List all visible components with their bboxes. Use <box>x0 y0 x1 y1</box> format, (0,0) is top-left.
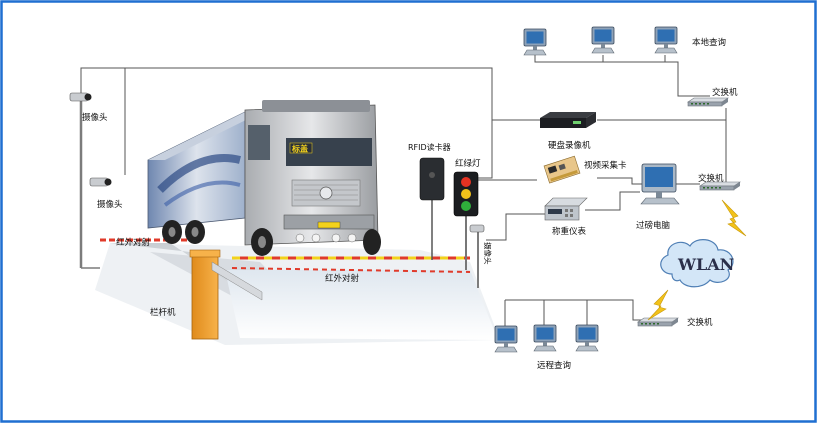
pc-icon <box>523 28 547 56</box>
camera-icon <box>89 177 112 187</box>
switch-top-label: 交换机 <box>712 87 738 98</box>
camera-pole-left <box>79 100 100 269</box>
pc-icon <box>591 26 615 54</box>
switch-icon-bottom <box>637 317 679 327</box>
camera-icon <box>69 92 92 102</box>
infrared-beams <box>100 238 471 273</box>
barrier-gate <box>189 249 263 340</box>
switch-mid-label: 交换机 <box>698 173 724 184</box>
local-query-label: 本地查询 <box>692 37 726 48</box>
camera-mid-label: 摄像头 <box>97 199 123 210</box>
camera-pole-right <box>469 224 485 288</box>
rfid-reader <box>419 157 445 260</box>
wlan-cloud-icon <box>660 239 734 288</box>
scale-pc-icon <box>640 163 680 205</box>
traffic-light <box>453 171 479 270</box>
weighing-indicator-icon <box>544 197 588 221</box>
switch-bottom-label: 交换机 <box>687 317 713 328</box>
wlan-label: WLAN <box>677 255 734 274</box>
dvr-label: 硬盘录像机 <box>548 140 591 151</box>
remote-query-label: 远程查询 <box>537 360 571 371</box>
camera-top-label: 摄像头 <box>82 112 108 123</box>
pc-icon <box>494 325 518 353</box>
pc-icon <box>575 324 599 352</box>
camera-right-label: 摄像头 <box>483 242 493 265</box>
weighing-indicator-label: 称重仪表 <box>552 226 587 237</box>
rfid-reader-label: RFID读卡器 <box>408 142 451 152</box>
switch-icon-top <box>687 97 729 107</box>
dvr-icon <box>540 112 596 128</box>
infrared-label-left: 红外对射 <box>116 237 151 248</box>
scale-pc-label: 过磅电脑 <box>636 220 671 231</box>
traffic-light-label: 红绿灯 <box>455 158 481 169</box>
capture-card-icon <box>543 155 581 184</box>
truck: 标盖 <box>147 100 381 256</box>
remote-query-pcs <box>494 324 599 353</box>
infrared-label-mid: 红外对射 <box>325 273 360 284</box>
barrier-label: 栏杆机 <box>150 307 176 318</box>
truck-sign-text: 标盖 <box>291 144 308 154</box>
lightning-icon <box>647 199 747 321</box>
pc-icon <box>654 26 678 54</box>
truck-sign <box>289 142 313 154</box>
pc-icon <box>533 324 557 352</box>
capture-card-label: 视频采集卡 <box>584 160 627 171</box>
